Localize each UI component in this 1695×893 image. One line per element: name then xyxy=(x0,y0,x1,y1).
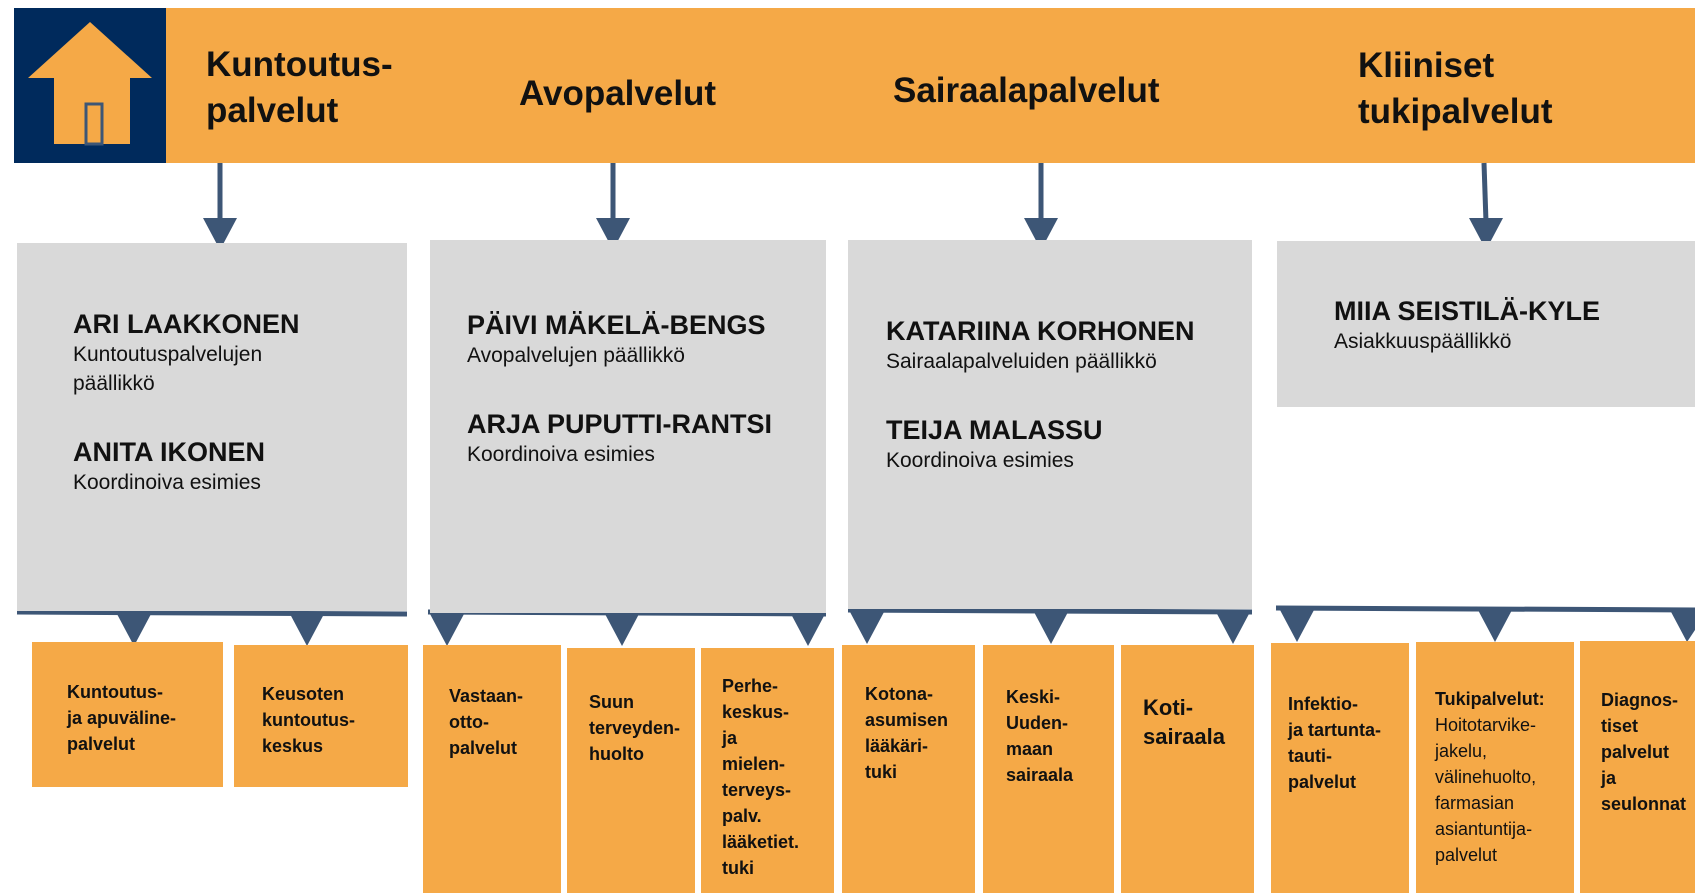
unit-box: Kotona- asumisen lääkäri- tuki xyxy=(842,645,975,893)
arrow-down-icon xyxy=(1216,612,1250,644)
category-avopalvelut: Avopalvelut xyxy=(519,74,717,113)
person-name: KATARIINA KORHONEN xyxy=(886,316,1195,346)
arrow-down-icon xyxy=(1478,610,1512,642)
unit-box: Keusoten kuntoutus- keskus xyxy=(234,645,408,787)
panel-kliiniset-tukipalvelut xyxy=(1277,241,1695,407)
arrow-down-icon xyxy=(596,218,630,250)
person-role: Asiakkuuspäällikkö xyxy=(1334,330,1512,353)
arrow-down-icon xyxy=(850,612,884,644)
person-card: KATARIINA KORHONEN Sairaalapalveluiden p… xyxy=(886,315,1194,376)
panel-kuntoutuspalvelut xyxy=(17,243,407,611)
unit-label: Keusoten kuntoutus- keskus xyxy=(262,684,355,756)
home-icon xyxy=(28,22,152,146)
arrow-down-icon xyxy=(605,614,639,646)
category-kliiniset-tukipalvelut: Kliiniset tukipalvelut xyxy=(1358,46,1553,131)
unit-box: Kuntoutus- ja apuväline- palvelut xyxy=(32,642,223,787)
unit-label: Vastaan- otto- palvelut xyxy=(449,686,524,758)
unit-label: Perhe- keskus- ja mielen- terveys- palv.… xyxy=(722,676,800,878)
person-name: PÄIVI MÄKELÄ-BENGS xyxy=(467,310,766,340)
unit-box: Diagnos- tiset palvelut ja seulonnat xyxy=(1580,641,1695,893)
unit-label: Suun terveyden- huolto xyxy=(589,692,681,764)
person-card: TEIJA MALASSU Koordinoiva esimies xyxy=(886,414,1103,475)
unit-box: Keski- Uuden- maan sairaala xyxy=(983,645,1114,893)
arrow-down-icon xyxy=(791,614,825,646)
unit-label: Infektio- ja tartunta- tauti- palvelut xyxy=(1288,694,1382,792)
unit-label: Kuntoutus- ja apuväline- palvelut xyxy=(67,682,177,754)
arrow-down-icon xyxy=(1024,218,1058,250)
unit-box: Vastaan- otto- palvelut xyxy=(423,645,561,893)
unit-box: Perhe- keskus- ja mielen- terveys- palv.… xyxy=(701,648,834,893)
category-sairaalapalvelut: Sairaalapalvelut xyxy=(893,71,1160,110)
person-role: Koordinoiva esimies xyxy=(886,449,1074,472)
panel-avopalvelut xyxy=(430,240,826,613)
person-role: Kuntoutuspalvelujen päällikkö xyxy=(73,343,263,395)
category-kuntoutuspalvelut: Kuntoutus- palvelut xyxy=(206,45,393,130)
person-card: ARI LAAKKONEN Kuntoutuspalvelujen päälli… xyxy=(73,308,300,398)
unit-label: Kotona- asumisen lääkäri- tuki xyxy=(865,684,949,782)
unit-detail: Hoitotarvike- jakelu, välinehuolto, farm… xyxy=(1435,715,1537,865)
arrow-down-icon xyxy=(290,614,324,646)
person-name: ARJA PUPUTTI-RANTSI xyxy=(467,409,773,439)
arrow-down-icon xyxy=(117,614,151,646)
unit-box: Koti- sairaala xyxy=(1121,645,1254,893)
home-button[interactable] xyxy=(14,8,166,163)
unit-box: Infektio- ja tartunta- tauti- palvelut xyxy=(1271,643,1409,893)
arrow-down-icon xyxy=(1280,610,1314,642)
person-card: PÄIVI MÄKELÄ-BENGS Avopalvelujen päällik… xyxy=(467,309,766,370)
arrow-down-icon xyxy=(430,614,464,646)
person-role: Sairaalapalveluiden päällikkö xyxy=(886,350,1157,373)
person-role: Koordinoiva esimies xyxy=(73,471,261,494)
header-banner xyxy=(14,8,1695,163)
person-role: Koordinoiva esimies xyxy=(467,443,655,466)
arrow-down-icon xyxy=(1034,612,1068,644)
person-name: MIIA SEISTILÄ-KYLE xyxy=(1334,296,1601,326)
person-name: TEIJA MALASSU xyxy=(886,415,1103,445)
person-name: ANITA IKONEN xyxy=(73,437,265,467)
unit-label: Diagnos- tiset palvelut ja seulonnat xyxy=(1601,690,1687,814)
arrow-down-icon xyxy=(1670,610,1695,642)
unit-box: Suun terveyden- huolto xyxy=(567,648,695,893)
panel-sairaalapalvelut xyxy=(848,240,1252,609)
unit-label: Keski- Uuden- maan sairaala xyxy=(1006,687,1074,785)
arrow-down-icon xyxy=(1469,218,1503,250)
person-card: ARJA PUPUTTI-RANTSI Koordinoiva esimies xyxy=(467,408,772,469)
person-card: MIIA SEISTILÄ-KYLE Asiakkuuspäällikkö xyxy=(1334,295,1600,356)
person-name: ARI LAAKKONEN xyxy=(73,309,300,339)
unit-box: Tukipalvelut: Hoitotarvike- jakelu, väli… xyxy=(1416,642,1574,893)
unit-label: Tukipalvelut: xyxy=(1435,689,1545,709)
person-card: ANITA IKONEN Koordinoiva esimies xyxy=(73,436,265,497)
person-role: Avopalvelujen päällikkö xyxy=(467,344,685,367)
arrow-down-icon xyxy=(203,218,237,250)
unit-label: Koti- sairaala xyxy=(1143,695,1225,749)
